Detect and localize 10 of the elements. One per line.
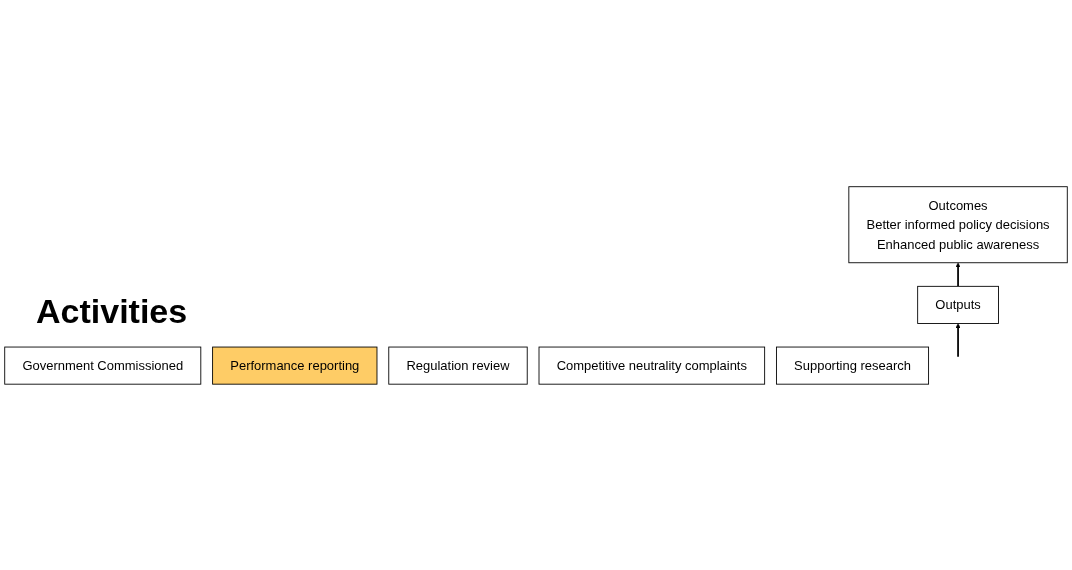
section-heading: Activities — [36, 292, 188, 331]
node-box: Outputs — [917, 285, 999, 324]
node-box: Regulation review — [388, 346, 528, 385]
arrow — [955, 322, 961, 358]
node-box: Government Commissioned — [4, 346, 202, 385]
arrow — [955, 262, 961, 287]
node-box: Supporting research — [776, 346, 930, 385]
node-box: Outcomes Better informed policy decisions Enhanced public awareness — [848, 185, 1068, 263]
node-box: Performance reporting — [212, 346, 378, 385]
node-box: Competitive neutrality complaints — [538, 346, 766, 385]
